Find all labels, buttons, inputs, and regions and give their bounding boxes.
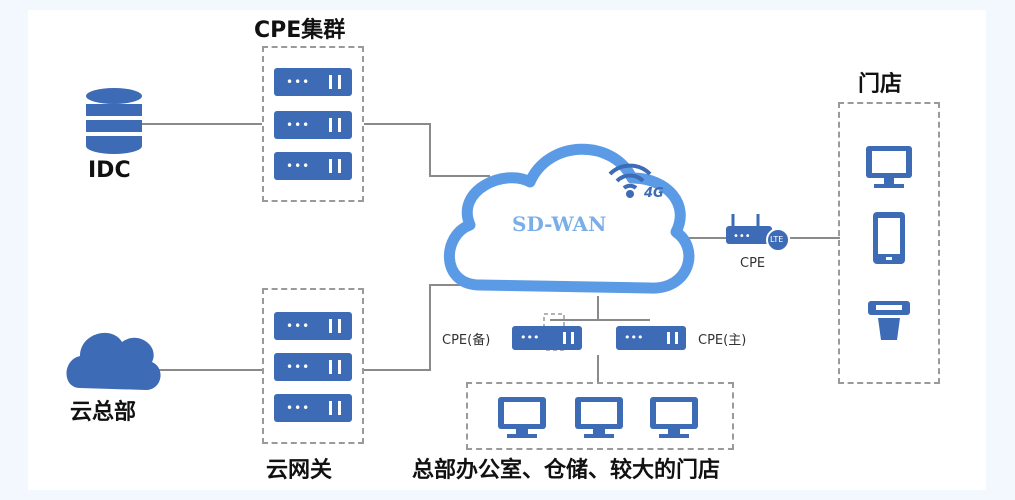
monitor-icon	[866, 146, 912, 188]
lte-label: LTE	[770, 235, 784, 244]
cpe-backup-device: •••	[512, 326, 582, 350]
cloud-gateway-box	[262, 288, 364, 444]
hq-offices-box	[466, 382, 734, 450]
monitor-icon	[498, 397, 546, 438]
server-icon: •••	[274, 394, 352, 422]
4g-label: 4G	[644, 186, 664, 201]
server-icon: •••	[274, 68, 352, 96]
camera-icon	[868, 301, 910, 340]
cpe-main-device: •••	[616, 326, 686, 350]
svg-text:•••: •••	[733, 231, 751, 242]
router-icon: •••	[726, 214, 790, 252]
server-icon: •••	[274, 312, 352, 340]
cpe-cluster-box	[262, 46, 364, 202]
cloud-backup-link	[550, 296, 599, 321]
monitor-icon	[650, 397, 698, 438]
sdwan-label: SD-WAN	[512, 212, 607, 236]
cpe-cluster-label: CPE集群	[254, 18, 346, 43]
store-box	[838, 102, 940, 384]
cloud-hq-icon	[66, 332, 161, 390]
idc-label: IDC	[88, 158, 131, 183]
wifi-icon	[608, 163, 652, 198]
store-cpe-label: CPE	[740, 256, 766, 271]
server-icon: •••	[274, 353, 352, 381]
cpe-main-label: CPE(主)	[698, 333, 747, 348]
cpe-backup-label: CPE(备)	[442, 333, 491, 348]
store-label: 门店	[858, 72, 903, 97]
cloud-gateway-label: 云网关	[266, 458, 333, 483]
database-icon	[86, 88, 142, 154]
gateway-cloud-link	[364, 284, 490, 371]
tablet-icon	[873, 212, 905, 264]
server-icon: •••	[274, 111, 352, 139]
cluster-cloud-link	[364, 123, 490, 177]
cloud-hq-label: 云总部	[70, 400, 137, 425]
monitor-icon	[575, 397, 623, 438]
hq-offices-label: 总部办公室、仓储、较大的门店	[412, 458, 721, 483]
server-icon: •••	[274, 152, 352, 180]
